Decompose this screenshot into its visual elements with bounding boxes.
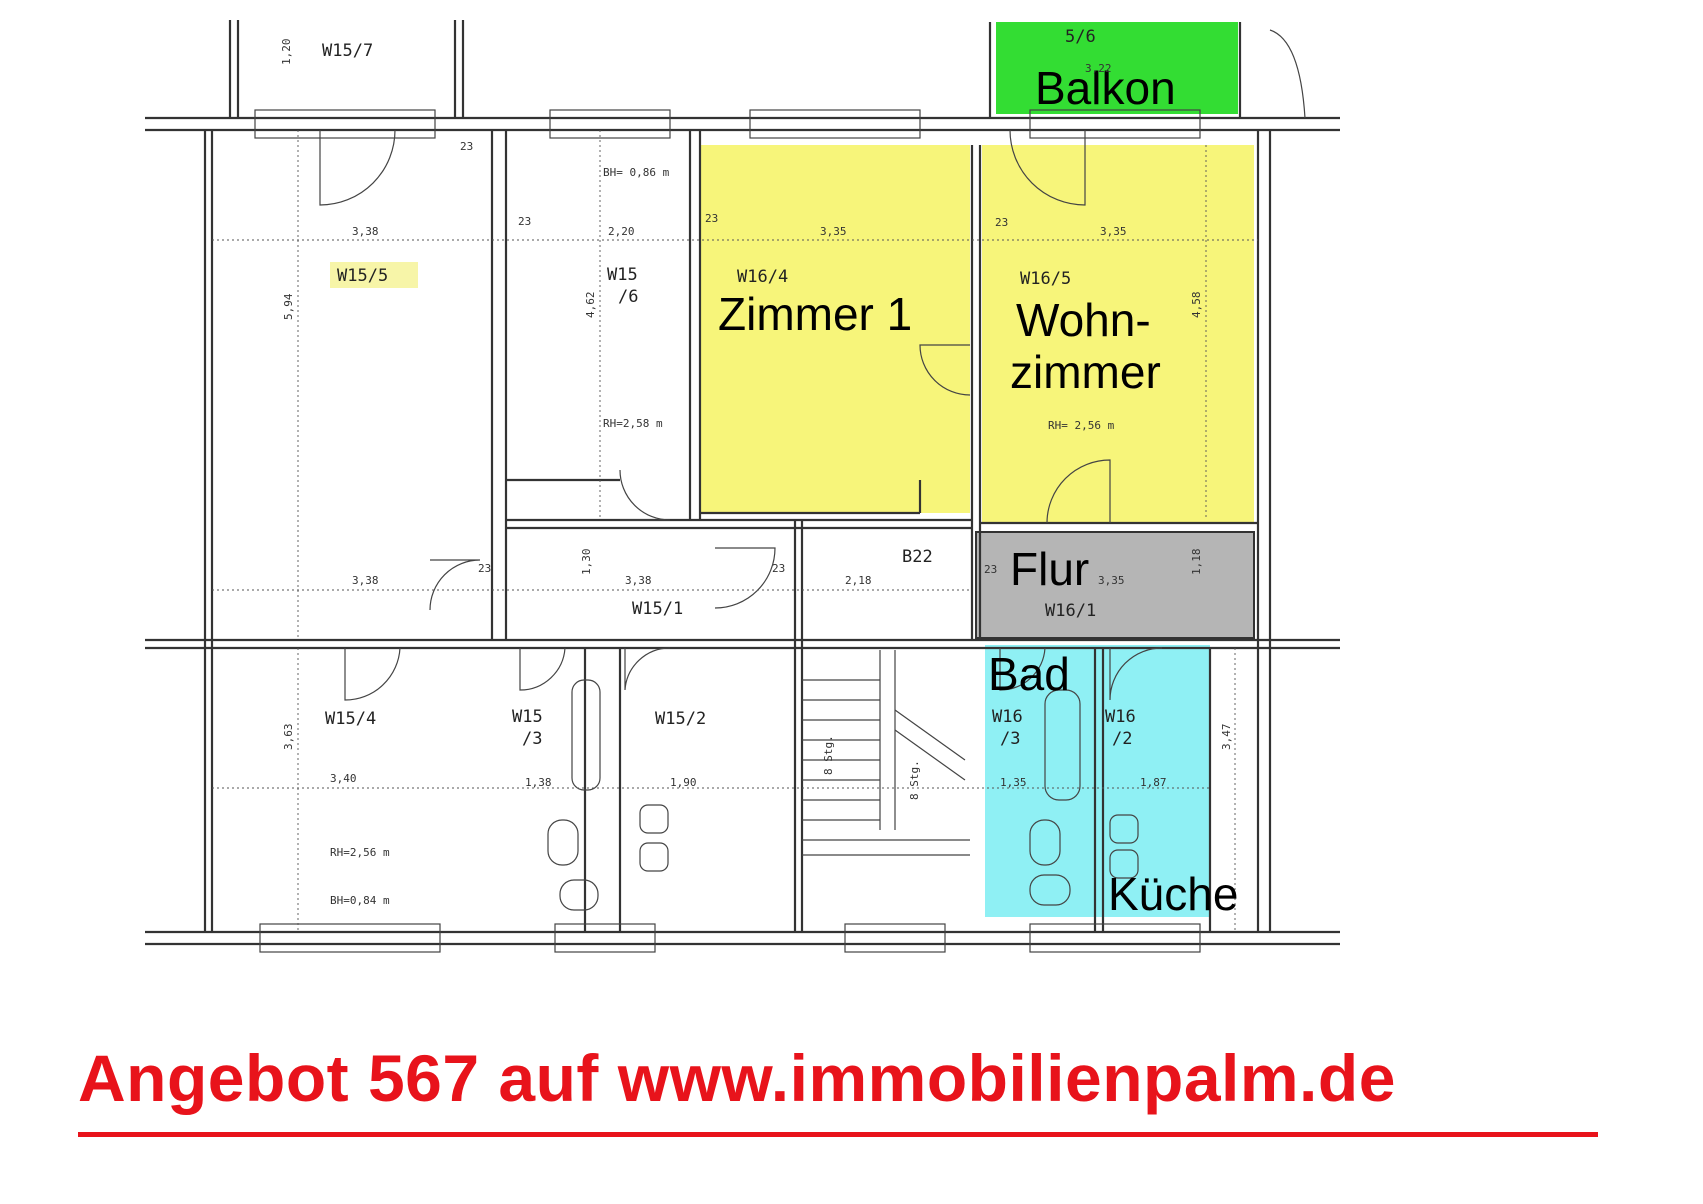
zimmer1-label: Zimmer 1: [718, 288, 912, 340]
dim-3-38-a: 3,38: [352, 225, 379, 238]
zimmer1-highlight: [700, 145, 970, 513]
room-w15-1: W15/1: [632, 599, 683, 619]
dim-3-38-b: 3,38: [352, 574, 379, 587]
wohnzimmer-label-2: zimmer: [1010, 346, 1161, 398]
dim-3-40: 3,40: [330, 772, 357, 785]
wohnzimmer-code: W16/5: [1020, 269, 1071, 289]
dim-1-18: 1,18: [1190, 549, 1203, 576]
kueche-label: Küche: [1108, 868, 1238, 920]
dim-3-22: 3,22: [1085, 62, 1112, 75]
balkon-label: Balkon: [1035, 62, 1176, 114]
annotation-bh-bottom: BH=0,84 m: [330, 894, 390, 907]
annotation-stair-2: 8 Stg.: [908, 760, 921, 800]
offer-link-text[interactable]: Angebot 567 auf www.immobilienpalm.de: [78, 1041, 1396, 1115]
flur-highlight: [975, 531, 1255, 639]
kueche-code-2: /2: [1112, 729, 1132, 749]
dim-1-87: 1,87: [1140, 776, 1167, 789]
dim-3-35-a: 3,35: [820, 225, 847, 238]
bad-kueche-highlight: [985, 645, 1210, 917]
outer-walls: [145, 20, 1340, 946]
annotation-rh-w15-6: RH=2,58 m: [603, 417, 663, 430]
room-w15-3-2: /3: [522, 729, 542, 749]
room-w15-4: W15/4: [325, 709, 376, 729]
room-b22: B22: [902, 547, 933, 567]
offer-underline: [78, 1132, 1598, 1137]
flur-label: Flur: [1010, 543, 1089, 595]
dim-3-38-c: 3,38: [625, 574, 652, 587]
dim-1-38: 1,38: [525, 776, 552, 789]
dim-1-90: 1,90: [670, 776, 697, 789]
interior-walls: [490, 130, 1258, 932]
wall-23-c: 23: [995, 216, 1008, 229]
dim-2-20: 2,20: [608, 225, 635, 238]
dimension-lines: [212, 130, 1258, 932]
bad-label: Bad: [988, 648, 1070, 700]
door-swings: [319, 129, 1163, 701]
balkon-highlight: [996, 22, 1238, 114]
dim-3-35-c: 3,35: [1098, 574, 1125, 587]
room-w15-6-1: W15: [607, 265, 638, 285]
dim-1-30: 1,30: [580, 549, 593, 576]
room-w15-7: W15/7: [322, 41, 373, 61]
kueche-code-1: W16: [1105, 707, 1136, 727]
dim-3-63: 3,63: [282, 724, 295, 751]
balkon-code: 5/6: [1065, 27, 1096, 47]
annotation-stair-1: 8 Stg.: [822, 735, 835, 775]
windows: [254, 109, 1201, 953]
dim-3-47: 3,47: [1220, 724, 1233, 751]
wall-23-a: 23: [518, 215, 531, 228]
wall-23-f: 23: [984, 563, 997, 576]
dim-2-18: 2,18: [845, 574, 872, 587]
wall-23-b: 23: [705, 212, 718, 225]
wall-23-e: 23: [772, 562, 785, 575]
bad-code-2: /3: [1000, 729, 1020, 749]
room-w15-5: W15/5: [337, 266, 388, 286]
wall-23-d: 23: [478, 562, 491, 575]
floor-plan: Balkon 5/6 Zimmer 1 W16/4 Wohn- zimmer W…: [145, 20, 1340, 953]
dim-4-58: 4,58: [1190, 292, 1203, 319]
flur-code: W16/1: [1045, 601, 1096, 621]
annotation-rh-w16-5: RH= 2,56 m: [1048, 419, 1115, 432]
dim-1-20: 1,20: [280, 39, 293, 66]
sanitary-fixtures: [547, 679, 1139, 911]
dim-3-35-b: 3,35: [1100, 225, 1127, 238]
annotation-bh-top: BH= 0,86 m: [603, 166, 670, 179]
room-w15-3-1: W15: [512, 707, 543, 727]
room-w15-6-2: /6: [618, 287, 638, 307]
wohnzimmer-label-1: Wohn-: [1016, 294, 1151, 346]
room-w15-2: W15/2: [655, 709, 706, 729]
dim-5-94: 5,94: [282, 293, 295, 320]
zimmer1-code: W16/4: [737, 267, 788, 287]
wohnzimmer-highlight: [982, 145, 1254, 523]
bad-code-1: W16: [992, 707, 1023, 727]
dim-4-62: 4,62: [584, 292, 597, 319]
stairwell: [802, 650, 970, 856]
dim-1-35: 1,35: [1000, 776, 1027, 789]
wall-23-g: 23: [460, 140, 473, 153]
annotation-rh-w15-4: RH=2,56 m: [330, 846, 390, 859]
w15-5-marker: [330, 262, 418, 288]
